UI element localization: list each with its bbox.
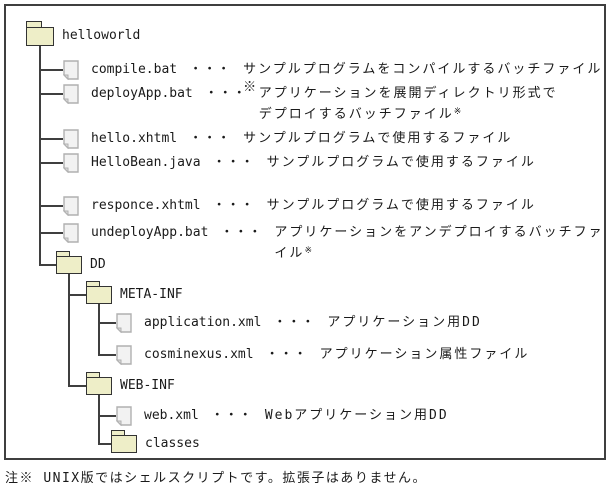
file-icon [63,223,79,243]
dots-separator: ・・・ [273,315,316,330]
dots-separator: ・・・ [212,198,255,213]
folder-name: WEB-INF [120,378,175,393]
file-desc: アプリケーション属性ファイル [319,347,530,362]
figure-frame: helloworld compile.bat ・・・ サンプルプログラムをコンパ… [4,4,606,460]
tree-line [39,69,63,71]
file-icon [116,313,132,333]
file-name: responce.xhtml [91,198,201,213]
dots-separator: ・・・ [265,347,308,362]
tree-row-meta-inf: META-INF [86,281,183,305]
folder-name: DD [90,257,106,272]
file-icon [116,345,132,365]
tree-line [39,162,63,164]
folder-icon [86,372,112,395]
file-icon [63,60,79,80]
file-name: web.xml [144,408,199,423]
file-desc: アプリケーションをアンデプロイするバッチファイル※ [274,225,604,261]
tree-line [68,294,86,296]
tree-row-responce-xhtml: responce.xhtml ・・・ サンプルプログラムで使用するファイル [63,196,536,216]
file-icon [63,196,79,216]
file-name: HelloBean.java [91,155,201,170]
tree-row-web-xml: web.xml ・・・ Webアプリケーション用DD [116,406,449,426]
file-icon [63,129,79,149]
tree-line [68,274,70,387]
tree-row-dd: DD [56,251,106,275]
tree-line [98,415,116,417]
tree-row-undeployapp-bat: undeployApp.bat ・・・ アプリケーションをアンデプロイするバッチ… [63,223,604,263]
tree-row-compile-bat: compile.bat ・・・ サンプルプログラムをコンパイルするバッチファイル… [63,60,604,97]
tree-row-helloworld: helloworld [26,21,141,46]
dots-separator: ・・・ [189,131,232,146]
tree-line [98,443,111,445]
file-icon [63,84,79,104]
footnote-mark: ※ [453,107,462,117]
dots-separator: ・・・ [189,62,232,77]
file-desc: アプリケーションを展開ディレクトリ形式で デプロイするバッチファイル※ [258,86,558,122]
dots-separator: ・・・ [210,408,253,423]
tree-row-hellobean-java: HelloBean.java ・・・ サンプルプログラムで使用するファイル [63,153,536,173]
file-desc: サンプルプログラムで使用するファイル [243,131,513,146]
file-name: application.xml [144,315,262,330]
tree-row-hello-xhtml: hello.xhtml ・・・ サンプルプログラムで使用するファイル [63,129,512,149]
file-name: cosminexus.xml [144,347,254,362]
file-desc: サンプルプログラムで使用するファイル [266,198,536,213]
dots-separator: ・・・ [204,86,247,101]
tree-line [98,304,100,356]
tree-line [39,232,63,234]
file-name: deployApp.bat [91,86,193,101]
folder-name: helloworld [62,28,141,43]
folder-icon [56,251,82,274]
file-name: hello.xhtml [91,131,178,146]
tree-line [68,385,86,387]
folder-icon [26,21,54,46]
file-icon [116,406,132,426]
footnote: 注※ UNIX版ではシェルスクリプトです。拡張子はありません。 [5,471,427,486]
tree-row-classes: classes [111,430,200,454]
file-desc: アプリケーション用DD [327,315,482,330]
dots-separator: ・・・ [212,155,255,170]
folder-name: classes [145,436,200,451]
tree-row-cosminexus-xml: cosminexus.xml ・・・ アプリケーション属性ファイル [116,345,529,365]
folder-icon [86,281,112,304]
file-desc: サンプルプログラムで使用するファイル [266,155,536,170]
tree-line [39,264,56,266]
tree-row-deployapp-bat: deployApp.bat ・・・ アプリケーションを展開ディレクトリ形式で デ… [63,84,558,124]
file-icon [63,153,79,173]
tree-line [39,205,63,207]
tree-line [98,354,116,356]
folder-name: META-INF [120,287,183,302]
dots-separator: ・・・ [220,225,263,240]
tree-line [39,138,63,140]
file-name: compile.bat [91,62,178,77]
tree-line [39,46,41,266]
file-desc: Webアプリケーション用DD [264,408,449,423]
tree-row-application-xml: application.xml ・・・ アプリケーション用DD [116,313,482,333]
file-desc: サンプルプログラムをコンパイルするバッチファイル※ [243,62,603,95]
tree-row-web-inf: WEB-INF [86,372,175,396]
tree-line [39,93,63,95]
folder-icon [111,430,137,453]
file-name: undeployApp.bat [91,225,209,240]
tree-line [98,322,116,324]
tree-line [98,395,100,445]
footnote-mark: ※ [304,246,312,256]
